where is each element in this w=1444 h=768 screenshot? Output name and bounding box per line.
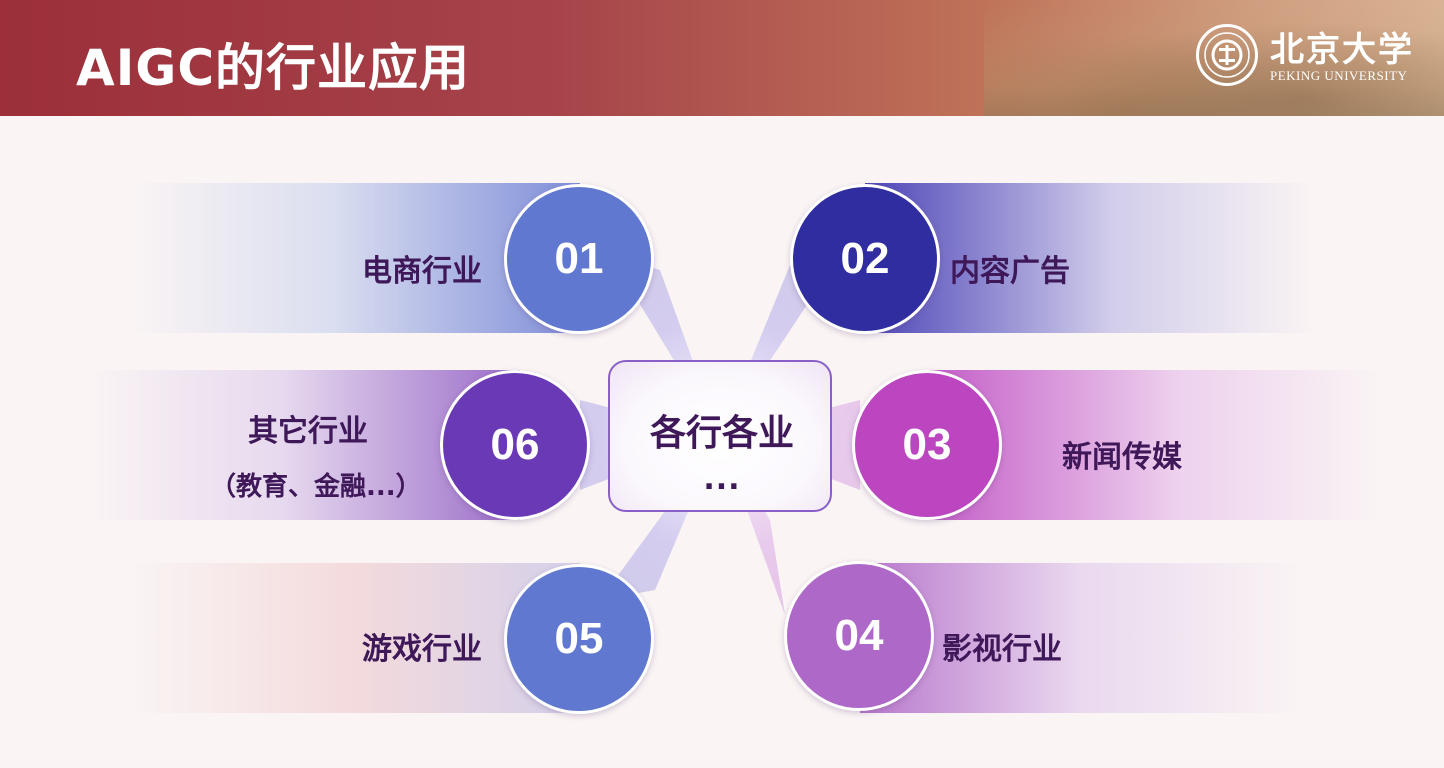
industry-label-06: 其它行业 — [248, 414, 368, 449]
number-circle-02: 02 — [790, 184, 940, 334]
university-logo: 北京大学 PEKING UNIVERSITY — [1196, 22, 1416, 92]
number-circle-04: 04 — [784, 561, 934, 711]
industry-label-01: 电商行业 — [362, 254, 482, 289]
center-ellipsis: ... — [703, 462, 741, 497]
band-02 — [865, 183, 1315, 333]
logo-name-en: PEKING UNIVERSITY — [1270, 68, 1408, 83]
industry-sublabel-06: （教育、金融...） — [210, 472, 422, 502]
number-circle-05: 05 — [504, 564, 654, 714]
number-circle-06: 06 — [440, 370, 590, 520]
page-title: AIGC的行业应用 — [76, 39, 471, 97]
center-box: 各行各业 ... — [608, 360, 832, 512]
number-circle-03: 03 — [852, 370, 1002, 520]
band-03 — [930, 370, 1380, 520]
title-bar: AIGC的行业应用 北京大学 PEKING UNIVERSITY — [0, 0, 1444, 116]
industry-label-03: 新闻传媒 — [1062, 440, 1182, 475]
industry-label-02: 内容广告 — [950, 254, 1070, 289]
number-circle-01: 01 — [504, 184, 654, 334]
logo-name-cn: 北京大学 — [1270, 30, 1414, 70]
pku-emblem-icon — [1196, 24, 1258, 86]
industry-label-04: 影视行业 — [942, 632, 1062, 667]
industry-label-05: 游戏行业 — [362, 632, 482, 667]
center-title: 各行各业 — [649, 413, 794, 454]
